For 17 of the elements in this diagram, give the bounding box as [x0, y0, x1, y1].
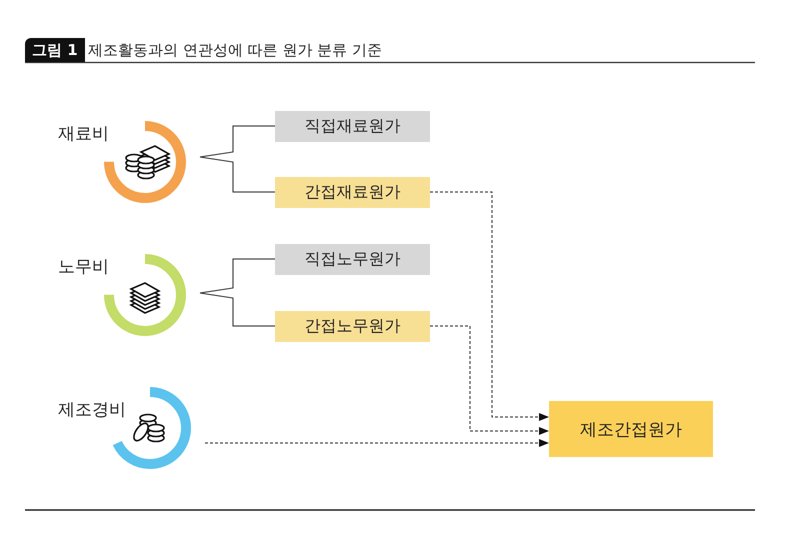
bracket-line	[200, 126, 276, 158]
title: 제조활동과의 연관성에 따른 원가 분류 기준	[88, 40, 382, 61]
arrow	[204, 439, 549, 447]
category-label: 제조경비	[58, 400, 126, 420]
figure-tag: 그림 1	[25, 38, 85, 62]
cost-box: 간접재료원가	[275, 177, 430, 208]
bracket-line	[200, 258, 276, 294]
arrow	[430, 326, 549, 435]
category-label: 재료비	[58, 124, 109, 144]
cost-box: 직접재료원가	[275, 111, 430, 142]
cost-box: 직접노무원가	[275, 244, 430, 275]
category-label: 노무비	[58, 257, 109, 277]
cost-box: 제조간접원가	[549, 401, 713, 457]
bracket-line	[200, 292, 276, 326]
cost-box: 간접노무원가	[275, 311, 430, 342]
arrow	[430, 192, 549, 421]
bracket-line	[200, 156, 276, 192]
